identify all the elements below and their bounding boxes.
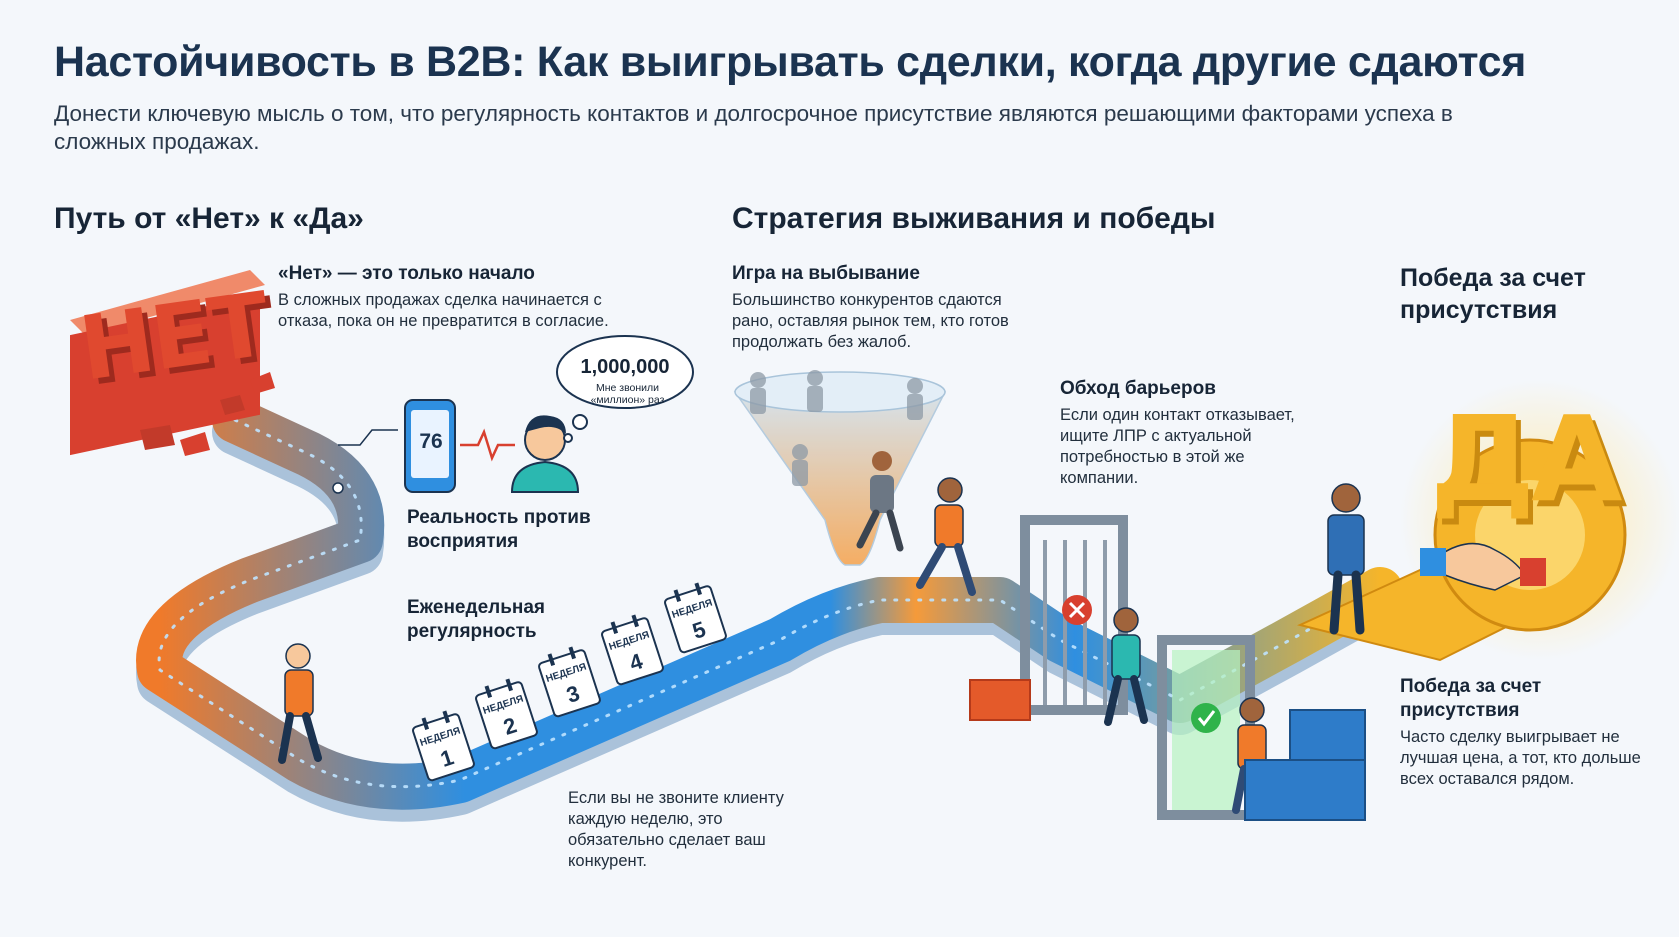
handshake-icon bbox=[1420, 542, 1546, 591]
barriers-text: Если один контакт отказывает, ищите ЛПР … bbox=[1060, 406, 1295, 487]
business-man-icon bbox=[1327, 483, 1365, 635]
right-section-heading: Стратегия выживания и победы bbox=[732, 202, 1216, 235]
weekly-note: Если вы не звоните клиенту каждую неделю… bbox=[568, 789, 784, 870]
net-blocks bbox=[70, 270, 275, 456]
lego-blocks-icon bbox=[969, 679, 1366, 821]
phone-icon bbox=[404, 399, 456, 493]
victory-top-heading: Победа за счет присутствия bbox=[1400, 264, 1586, 324]
connector-dot bbox=[332, 482, 344, 494]
barriers-heading: Обход барьеров bbox=[1060, 378, 1216, 399]
victory-text: Часто сделку выигрывает не лучшая цена, … bbox=[1400, 728, 1641, 788]
page-subtitle: Донести ключевую мысль о том, что регуля… bbox=[54, 101, 1453, 154]
walker-blue-icon bbox=[1104, 607, 1148, 726]
left-section-heading: Путь от «Нет» к «Да» bbox=[54, 202, 364, 235]
da-word: ДА bbox=[1430, 390, 1622, 528]
victory-heading: Победа за счет присутствия bbox=[1400, 676, 1542, 721]
runner-2-icon bbox=[856, 451, 904, 552]
perception-heading: Реальность против восприятия bbox=[407, 507, 591, 552]
weekly-heading: Еженедельная регулярность bbox=[407, 597, 546, 642]
running-man-icon bbox=[916, 477, 976, 596]
bubble-text: Мне звонили «миллион» раз bbox=[590, 382, 665, 406]
connector-line bbox=[338, 429, 398, 446]
competitors-icon bbox=[750, 370, 923, 486]
path-road bbox=[136, 397, 1403, 822]
bubble-number: 1,000,000 bbox=[580, 356, 670, 378]
open-gate-icon bbox=[1157, 635, 1255, 820]
net-text: В сложных продажах сделка начинается с о… bbox=[278, 291, 609, 330]
funnel-icon bbox=[733, 371, 947, 566]
heartbeat-icon bbox=[460, 428, 515, 462]
thinking-man-icon bbox=[510, 415, 580, 493]
elimination-text: Большинство конкурентов сдаются рано, ос… bbox=[732, 291, 1009, 351]
thought-bubble-icon bbox=[556, 335, 694, 443]
walking-man-icon bbox=[278, 643, 322, 764]
elimination-heading: Игра на выбывание bbox=[732, 263, 920, 284]
phone-number: 76 bbox=[419, 430, 443, 453]
net-heading: «Нет» — это только начало bbox=[278, 263, 535, 284]
page-title: Настойчивость в B2B: Как выигрывать сдел… bbox=[54, 38, 1527, 86]
